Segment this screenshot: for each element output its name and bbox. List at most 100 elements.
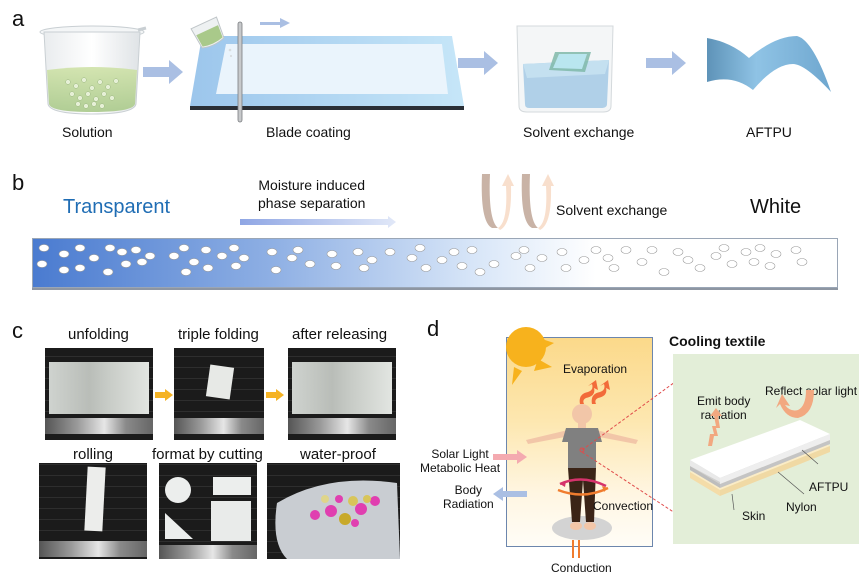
body-radiation-label: Body Radiation bbox=[443, 483, 494, 511]
photo-caption-triple-folding: triple folding bbox=[178, 326, 259, 343]
pore bbox=[330, 262, 342, 270]
pore bbox=[120, 260, 132, 268]
pore bbox=[358, 264, 370, 272]
pore bbox=[352, 248, 364, 256]
photo-caption-after-releasing: after releasing bbox=[292, 326, 388, 343]
conduction-label: Conduction bbox=[551, 561, 612, 575]
pore bbox=[366, 256, 378, 264]
pore bbox=[466, 246, 478, 254]
pore bbox=[406, 254, 418, 262]
evaporation-label: Evaporation bbox=[563, 362, 628, 376]
textile-layers-illustration bbox=[690, 390, 830, 511]
yellow-arrow-icon bbox=[266, 389, 284, 401]
pore bbox=[58, 266, 70, 274]
pores-layer bbox=[36, 244, 808, 276]
pore bbox=[718, 244, 730, 252]
phase-separation-arrow-icon bbox=[240, 216, 396, 228]
conduction-arrows-icon bbox=[572, 540, 580, 558]
label-line: Solar Light bbox=[431, 447, 489, 461]
pore bbox=[488, 260, 500, 268]
state-label-transparent: Transparent bbox=[63, 196, 171, 218]
pore bbox=[448, 248, 460, 256]
pore bbox=[58, 250, 70, 258]
panel-c-label: c bbox=[12, 318, 23, 343]
pore bbox=[230, 262, 242, 270]
pore bbox=[102, 268, 114, 276]
pore bbox=[180, 268, 192, 276]
label-line: radiation bbox=[700, 408, 747, 422]
pore bbox=[694, 264, 706, 272]
pore bbox=[384, 248, 396, 256]
flow-arrow-icon bbox=[458, 51, 498, 75]
flow-arrow-icon bbox=[646, 51, 686, 75]
pore bbox=[228, 244, 240, 252]
label-line: Emit body bbox=[697, 394, 751, 408]
process-label-solvent-exchange: Solvent exchange bbox=[556, 202, 668, 218]
film-bar bbox=[32, 238, 838, 288]
pore bbox=[770, 250, 782, 258]
pore bbox=[116, 248, 128, 256]
solvent-exchange-arrows-icon bbox=[481, 174, 554, 230]
beaker-illustration bbox=[39, 25, 147, 115]
label-line: Metabolic Heat bbox=[420, 461, 501, 475]
solvent-bath-illustration bbox=[516, 25, 614, 113]
pore bbox=[200, 246, 212, 254]
evaporation-arrow-icon bbox=[579, 380, 610, 404]
pore bbox=[104, 244, 116, 252]
pore bbox=[790, 246, 802, 254]
pore bbox=[510, 252, 522, 260]
body-radiation-arrow-icon bbox=[493, 487, 527, 501]
pore bbox=[636, 258, 648, 266]
photo-rolling bbox=[39, 463, 147, 559]
pore bbox=[754, 244, 766, 252]
pore bbox=[88, 254, 100, 262]
process-line: Moisture induced bbox=[258, 177, 366, 193]
pore bbox=[456, 262, 468, 270]
pore bbox=[556, 248, 568, 256]
layer-label-nylon: Nylon bbox=[786, 500, 817, 514]
step-label-solvent-exchange: Solvent exchange bbox=[523, 124, 635, 140]
pore bbox=[326, 250, 338, 258]
pore bbox=[710, 252, 722, 260]
state-label-white: White bbox=[750, 196, 802, 218]
pore bbox=[238, 254, 250, 262]
layer-label-aftpu: AFTPU bbox=[809, 480, 849, 494]
yellow-arrow-icon bbox=[155, 389, 173, 401]
photo-caption-rolling: rolling bbox=[73, 446, 114, 463]
step-label-aftpu: AFTPU bbox=[746, 124, 792, 140]
photo-caption-unfolding: unfolding bbox=[68, 326, 129, 343]
step-label-solution: Solution bbox=[62, 124, 113, 140]
photo-unfolding bbox=[45, 348, 153, 440]
pore bbox=[74, 244, 86, 252]
pore bbox=[748, 258, 760, 266]
pore bbox=[420, 264, 432, 272]
label-line: Body bbox=[454, 483, 483, 497]
pore bbox=[608, 264, 620, 272]
pore bbox=[178, 244, 190, 252]
pore bbox=[168, 252, 180, 260]
photo-after-releasing bbox=[288, 348, 396, 440]
pore bbox=[474, 268, 486, 276]
cooling-textile-title: Cooling textile bbox=[669, 333, 766, 349]
pore bbox=[202, 264, 214, 272]
panel-b-label: b bbox=[12, 170, 25, 195]
photo-caption-water-proof: water-proof bbox=[300, 446, 376, 463]
pore bbox=[270, 266, 282, 274]
pore bbox=[286, 254, 298, 262]
pore bbox=[38, 244, 50, 252]
aftpu-film-illustration bbox=[707, 36, 831, 92]
pore bbox=[414, 244, 426, 252]
pore bbox=[602, 254, 614, 262]
pore bbox=[560, 264, 572, 272]
layer-label-skin: Skin bbox=[742, 509, 766, 523]
photo-triple-folding bbox=[174, 348, 264, 440]
pore bbox=[590, 246, 602, 254]
incoming-heat-arrow-icon bbox=[493, 450, 527, 464]
pore bbox=[304, 260, 316, 268]
pore bbox=[726, 260, 738, 268]
blade-coating-illustration bbox=[190, 16, 464, 123]
process-line: phase separation bbox=[258, 195, 366, 211]
panel-a-label: a bbox=[12, 6, 25, 31]
emit-radiation-label: Emit body radiation bbox=[697, 394, 750, 422]
